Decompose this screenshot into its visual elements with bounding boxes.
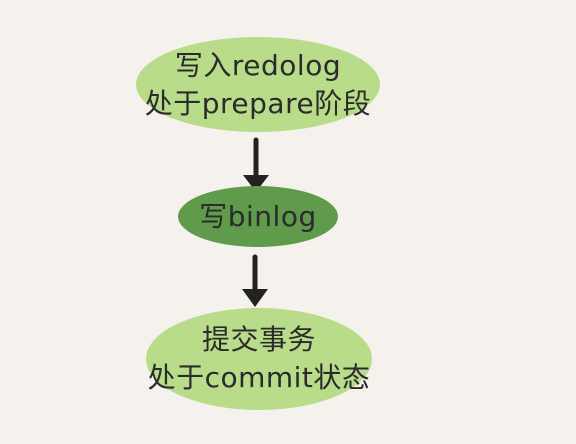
node-write-redolog: 写入redolog 处于prepare阶段: [136, 37, 380, 132]
node-label-line: 写binlog: [199, 199, 317, 233]
node-label-line: 处于prepare阶段: [144, 86, 372, 120]
arrow-binlog-to-commit: [242, 254, 268, 307]
node-label-line: 写入redolog: [174, 48, 342, 82]
node-label-line: 提交事务: [201, 323, 316, 356]
node-write-binlog: 写binlog: [178, 186, 338, 247]
arrow-redolog-to-binlog: [243, 137, 269, 192]
node-label-line: 处于commit状态: [147, 361, 371, 394]
node-commit-transaction: 提交事务 处于commit状态: [146, 308, 372, 410]
